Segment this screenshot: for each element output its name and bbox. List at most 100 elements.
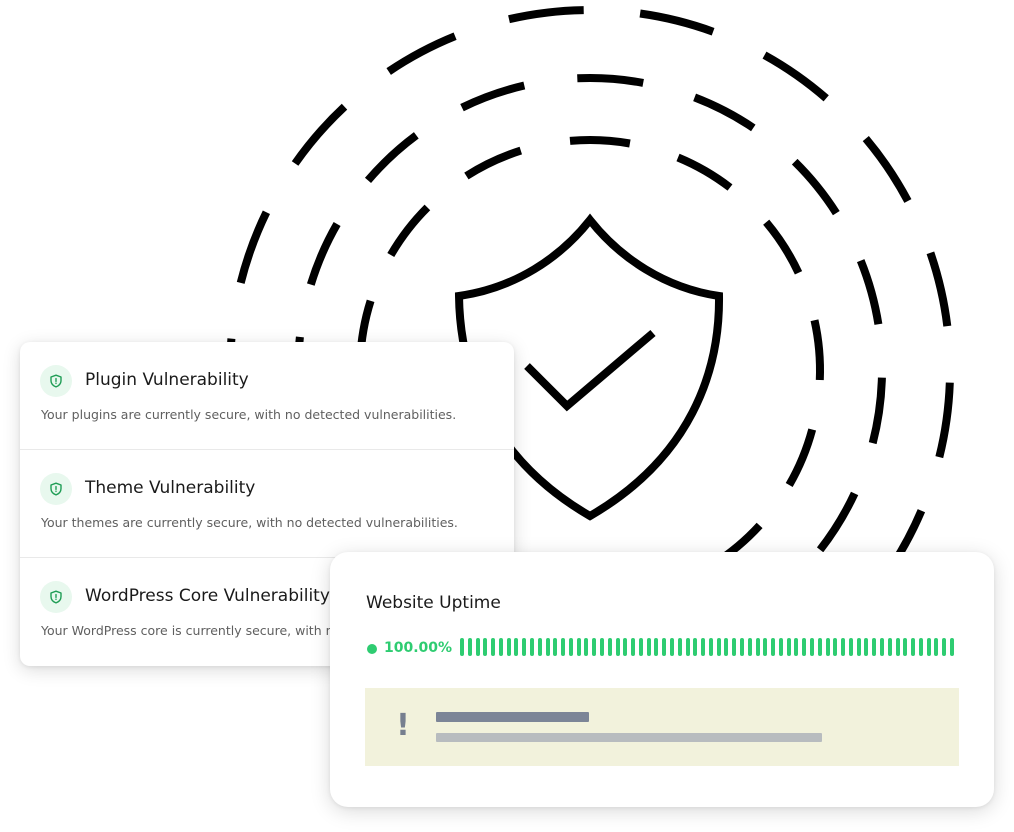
shield-check-icon [454, 213, 724, 521]
uptime-bar [918, 638, 923, 656]
status-dot [367, 644, 377, 654]
uptime-bar [553, 638, 558, 656]
ring-dash [364, 132, 419, 184]
ring-dash [791, 158, 840, 216]
ring-dash [569, 136, 631, 148]
ring-dash [387, 204, 431, 258]
ring-dash [856, 259, 883, 325]
uptime-bar [747, 638, 752, 656]
ring-dash [810, 319, 824, 381]
uptime-bar [880, 638, 884, 656]
uptime-bar [537, 638, 542, 656]
ring-dash [639, 9, 715, 36]
uptime-bar [483, 638, 488, 656]
exclamation-icon: ! [396, 708, 410, 743]
shield-icon [40, 473, 72, 505]
ring-dash [762, 51, 829, 102]
ring-dash [577, 74, 644, 87]
uptime-bar [771, 638, 776, 656]
uptime-bar [638, 638, 643, 656]
shield-icon [40, 581, 72, 613]
ring-dash [460, 81, 526, 112]
uptime-bar [506, 638, 511, 656]
uptime-bar [677, 638, 682, 656]
uptime-bar [825, 638, 830, 656]
uptime-bar [950, 638, 954, 656]
uptime-bar [514, 638, 519, 656]
alert-notice: ! [365, 688, 959, 766]
vulnerability-item-core[interactable]: WordPress Core Vulnerability Your WordPr… [20, 558, 514, 666]
uptime-bar [802, 638, 807, 656]
uptime-bar [716, 638, 721, 656]
uptime-bar [460, 638, 464, 656]
uptime-bar [895, 638, 900, 656]
alert-text-placeholder [436, 733, 822, 742]
uptime-bar [833, 638, 838, 656]
alert-title-placeholder [436, 712, 589, 722]
uptime-bar [576, 638, 581, 656]
uptime-bar [786, 638, 791, 656]
ring-dash [306, 222, 341, 286]
ring-dash [236, 210, 270, 284]
uptime-bar [856, 638, 861, 656]
uptime-bar [926, 638, 931, 656]
shield-outline [454, 213, 724, 521]
uptime-bar [911, 638, 916, 656]
uptime-bar [600, 638, 604, 656]
checkmark [524, 329, 656, 412]
uptime-bar [568, 638, 573, 656]
vulnerability-description: Your plugins are currently secure, with … [41, 407, 457, 422]
uptime-bar [545, 638, 550, 656]
uptime-bar [701, 638, 706, 656]
uptime-bar [654, 638, 659, 656]
uptime-bar [693, 638, 698, 656]
uptime-bar [872, 638, 877, 656]
uptime-bar [817, 638, 822, 656]
ring-dash [763, 219, 803, 275]
uptime-bar [475, 638, 480, 656]
uptime-bar [623, 638, 628, 656]
uptime-bar [708, 638, 713, 656]
uptime-bar [732, 638, 737, 656]
uptime-bar [763, 638, 768, 656]
uptime-bar [841, 638, 846, 656]
uptime-bar [631, 638, 636, 656]
uptime-bar [848, 638, 853, 656]
uptime-bar [561, 638, 566, 656]
vulnerability-title: Theme Vulnerability [85, 478, 256, 498]
vulnerability-item-theme[interactable]: Theme Vulnerability Your themes are curr… [20, 450, 514, 558]
ring-dash [868, 377, 886, 445]
uptime-bar [646, 638, 651, 656]
ring-dash [862, 136, 912, 203]
vulnerability-title: WordPress Core Vulnerability [85, 586, 330, 606]
uptime-percentage: 100.00% [384, 640, 453, 656]
ring-dash [464, 146, 523, 180]
uptime-title: Website Uptime [366, 593, 501, 613]
uptime-bar [584, 638, 589, 656]
uptime-bar [530, 638, 534, 656]
vulnerability-item-plugin[interactable]: Plugin Vulnerability Your plugins are cu… [20, 342, 514, 450]
uptime-bar [810, 638, 814, 656]
ring-dash [785, 428, 817, 488]
uptime-bar [903, 638, 908, 656]
vulnerability-description: Your themes are currently secure, with n… [41, 515, 458, 530]
ring-dash [291, 103, 348, 166]
uptime-bar [615, 638, 620, 656]
ring-dash [816, 491, 859, 553]
uptime-bar [522, 638, 527, 656]
uptime-bar [491, 638, 496, 656]
uptime-bar [942, 638, 947, 656]
ring-dash [926, 251, 952, 327]
uptime-bar [662, 638, 667, 656]
uptime-bar [755, 638, 760, 656]
uptime-bar [887, 638, 892, 656]
uptime-bar [740, 638, 744, 656]
uptime-bar [592, 638, 597, 656]
uptime-bar [864, 638, 869, 656]
ring-dash [693, 93, 756, 132]
uptime-bar [778, 638, 783, 656]
uptime-history-bars [460, 638, 954, 656]
shield-icon [40, 365, 72, 397]
website-uptime-card: Website Uptime 100.00% ! [330, 552, 994, 807]
uptime-bar [607, 638, 612, 656]
